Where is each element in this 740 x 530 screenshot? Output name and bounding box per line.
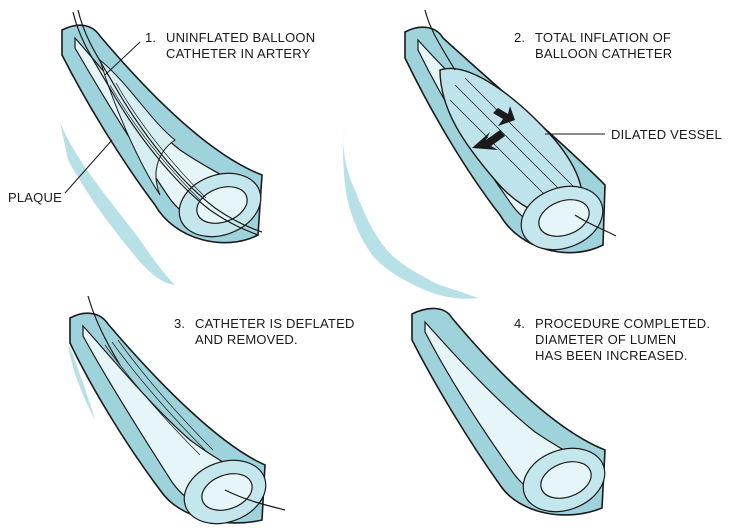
vessel-lumen-opening-2 — [538, 199, 590, 237]
step-3-line-2: AND REMOVED. — [195, 332, 298, 347]
step-2-number: 2. — [514, 30, 525, 45]
step-4-line-2: DIAMETER OF LUMEN — [535, 332, 676, 347]
panel-1-uninflated-balloon — [61, 9, 263, 244]
balloon-1 — [109, 82, 207, 201]
step-1-line-2: CATHETER IN ARTERY — [166, 46, 311, 61]
step-2-line-1: TOTAL INFLATION OF — [535, 30, 671, 45]
catheter-3 — [87, 295, 286, 511]
vessel-lumen-opening-4 — [540, 461, 592, 499]
step-4-line-1: PROCEDURE COMPLETED. — [535, 316, 710, 331]
balloon-hatch-2 — [449, 77, 576, 206]
step-3-line-1: CATHETER IS DEFLATED — [195, 316, 355, 331]
catheter-1b — [72, 11, 259, 236]
catheter-1 — [77, 9, 263, 233]
dilated-vessel-callout: DILATED VESSEL — [611, 127, 722, 142]
panel-4-completed — [411, 307, 606, 516]
step-2-label: 2. TOTAL INFLATION OF BALLOON CATHETER — [514, 30, 675, 61]
step-4-label: 4. PROCEDURE COMPLETED. DIAMETER OF LUME… — [514, 316, 714, 363]
inflation-arrow-right — [493, 106, 515, 126]
panel-3-deflated — [69, 295, 286, 525]
step-1-number: 1. — [145, 30, 156, 45]
step-4-number: 4. — [514, 316, 525, 331]
plaque-callout: PLAQUE — [8, 190, 62, 205]
step-3-number: 3. — [174, 316, 185, 331]
inflation-arrow-left — [472, 130, 505, 150]
leader-step-1 — [104, 41, 141, 76]
step-3-label: 3. CATHETER IS DEFLATED AND REMOVED. — [174, 316, 358, 347]
step-1-label: 1. UNINFLATED BALLOON CATHETER IN ARTERY — [145, 30, 319, 61]
catheter-2 — [424, 9, 617, 237]
step-1-line-1: UNINFLATED BALLOON — [166, 30, 315, 45]
panel-2-inflated-balloon — [404, 9, 617, 254]
vessel-lumen-opening-3 — [201, 473, 253, 511]
step-4-line-3: HAS BEEN INCREASED. — [535, 348, 688, 363]
balloon-3 — [104, 339, 214, 456]
leader-plaque — [64, 139, 113, 194]
step-2-line-2: BALLOON CATHETER — [535, 46, 672, 61]
vessel-shadow-2 — [343, 128, 478, 299]
vessel-shadow-3 — [68, 345, 95, 420]
